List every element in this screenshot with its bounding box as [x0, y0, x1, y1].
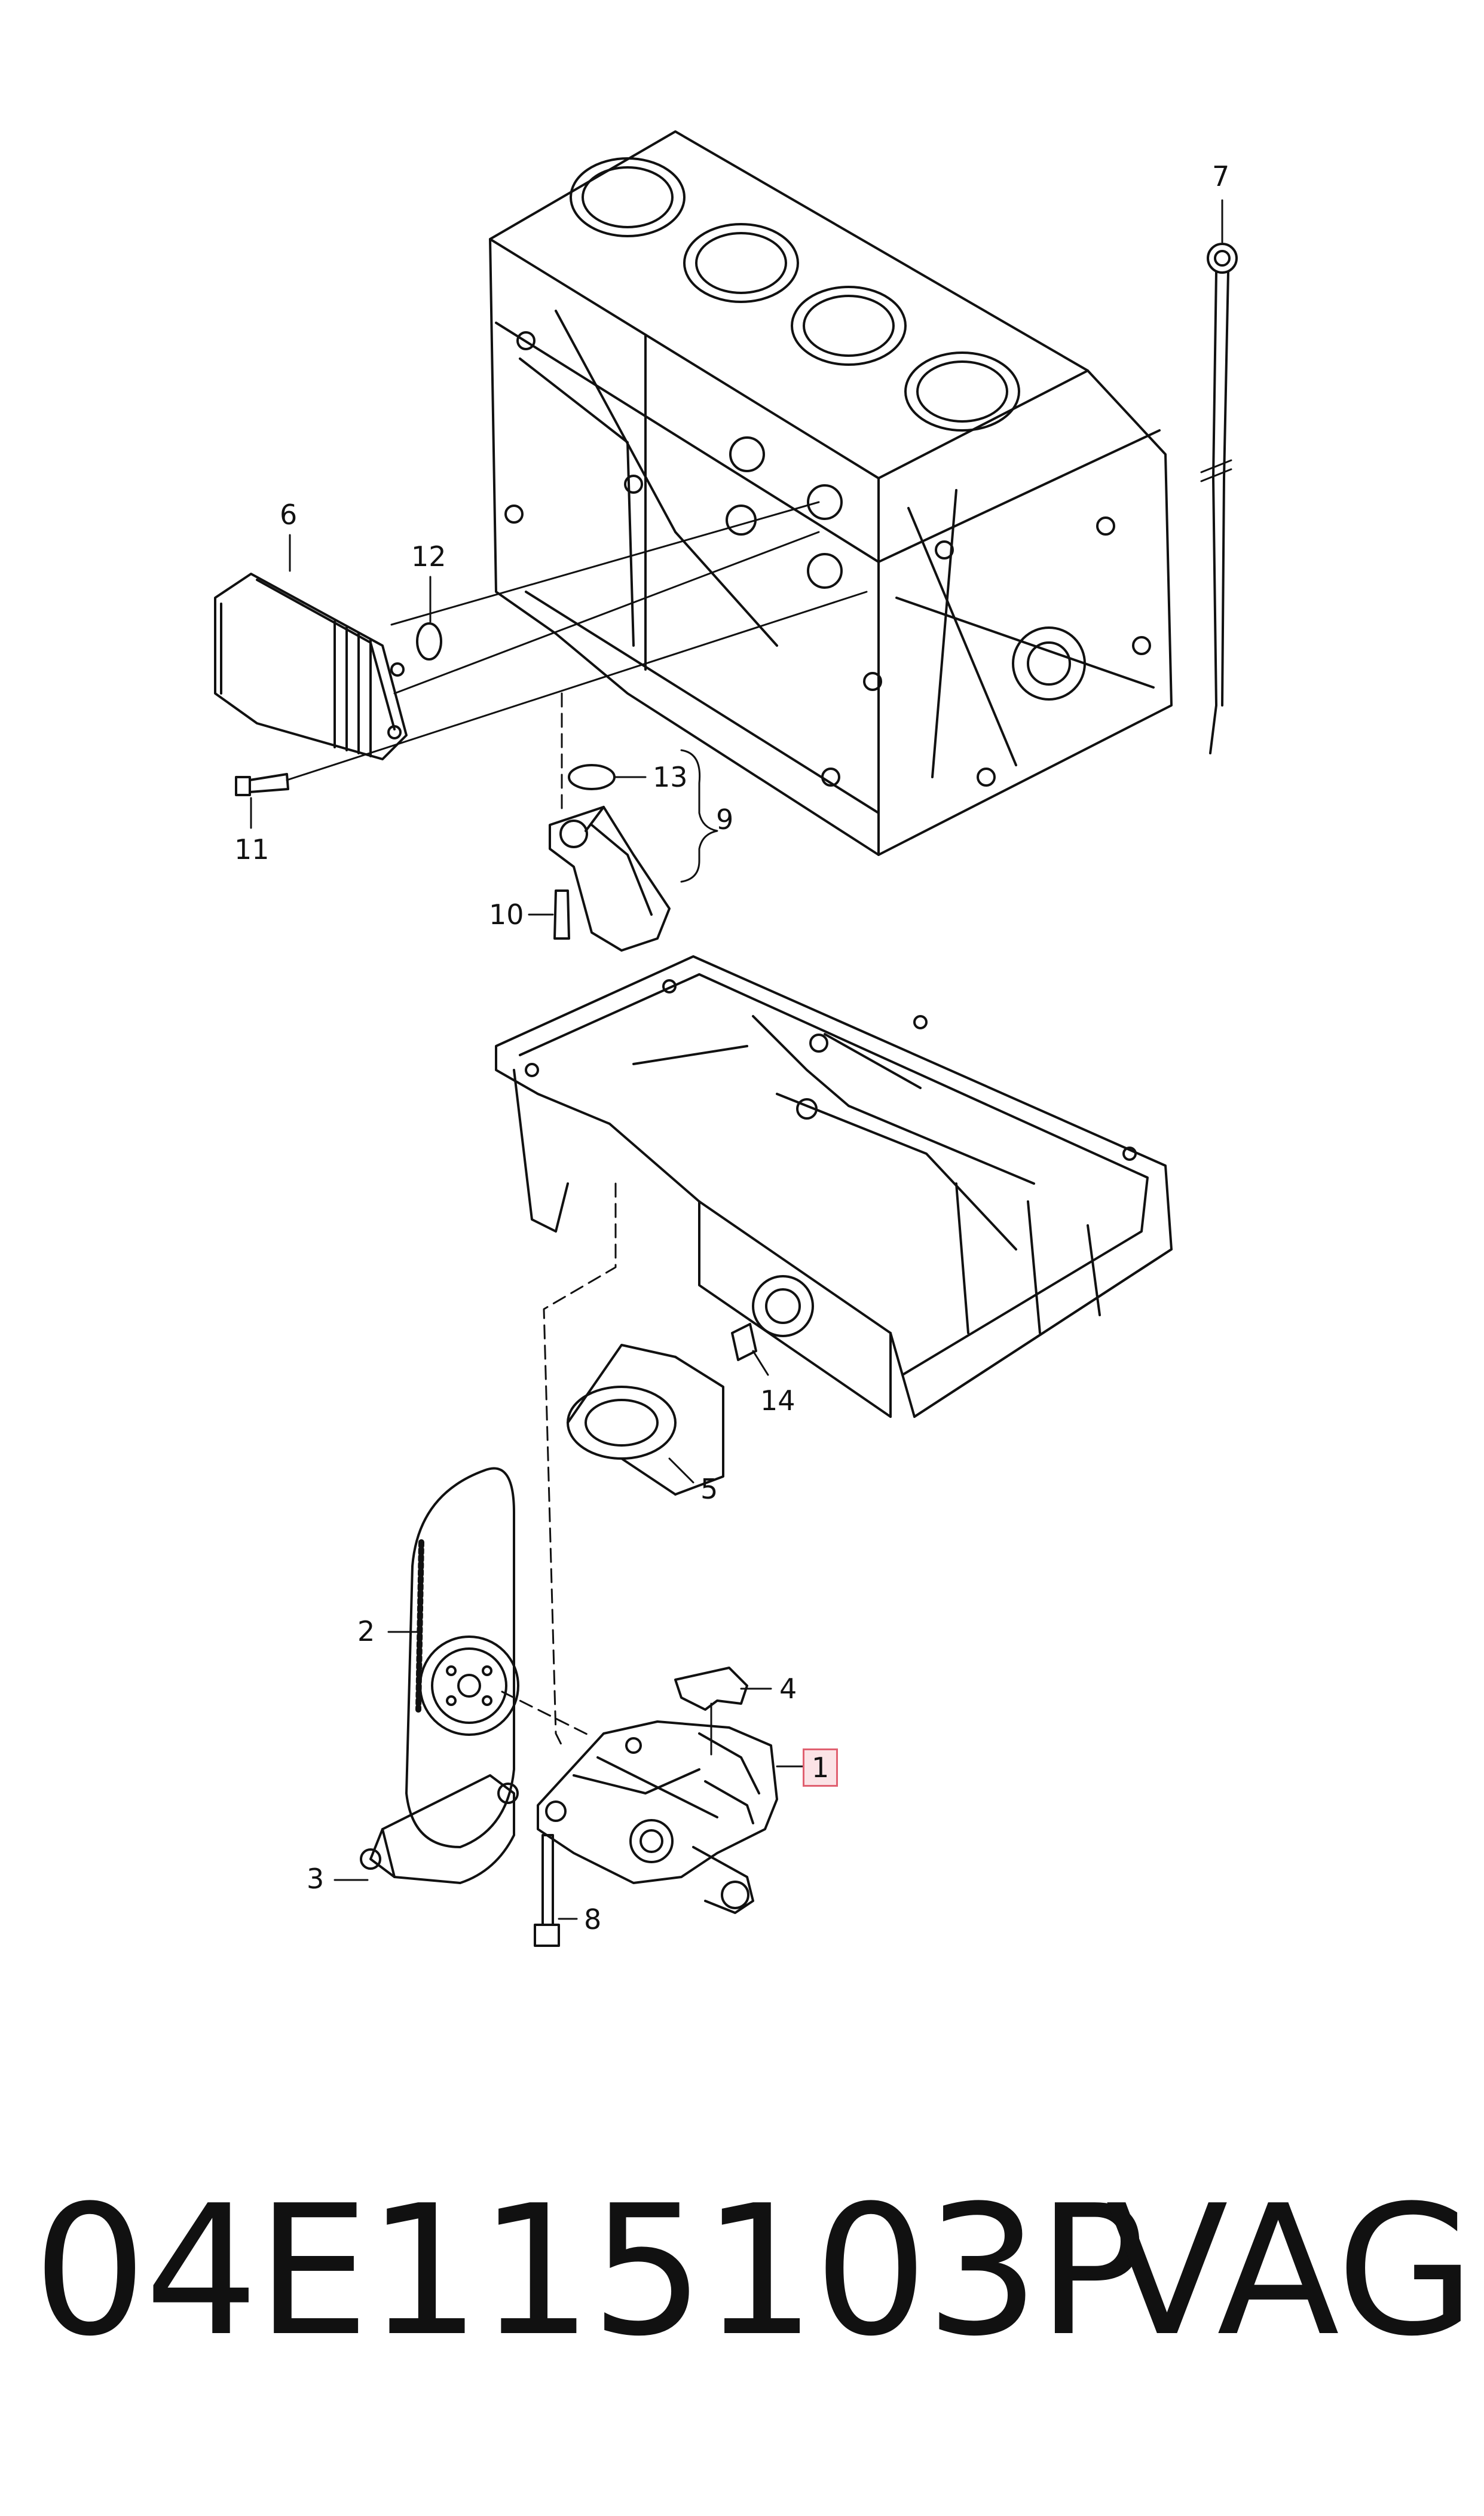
- exploded-parts-diagram: [0, 0, 1484, 2152]
- callout-5[interactable]: 5: [700, 1473, 718, 1505]
- callout-9[interactable]: 9: [716, 803, 734, 836]
- bolt-8: [535, 1835, 559, 1946]
- oil-cooler: [215, 574, 406, 759]
- callout-10[interactable]: 10: [489, 898, 524, 931]
- callout-4[interactable]: 4: [779, 1673, 797, 1705]
- o-ring-12: [417, 623, 441, 659]
- bolt-10: [555, 891, 569, 938]
- oil-pump: [538, 1722, 777, 1913]
- callout-8[interactable]: 8: [584, 1903, 602, 1936]
- oil-pressure-switch: [732, 1324, 756, 1360]
- bolt-11: [236, 774, 288, 795]
- dipstick: [1201, 244, 1237, 753]
- callout-14[interactable]: 14: [760, 1384, 795, 1417]
- brand-name: VAG: [1106, 2167, 1476, 2376]
- chain-cover: [361, 1775, 518, 1883]
- oil-intake-pipe: [550, 765, 669, 950]
- callout-13[interactable]: 13: [653, 761, 688, 793]
- part-number: 04E115103P: [33, 2167, 1145, 2376]
- oil-filter: [568, 1345, 723, 1494]
- engine-block: [490, 132, 1171, 855]
- pump-bracket: [675, 1668, 747, 1710]
- callout-1[interactable]: 1: [803, 1748, 839, 1787]
- callout-leaders: [251, 200, 1222, 1919]
- callout-2[interactable]: 2: [357, 1615, 375, 1647]
- chain-sprocket: [420, 1637, 592, 1737]
- callout-3[interactable]: 3: [307, 1863, 325, 1895]
- callout-12[interactable]: 12: [411, 540, 446, 573]
- timing-chain: [406, 1468, 514, 1847]
- callout-11[interactable]: 11: [234, 833, 270, 866]
- oil-pan: [496, 956, 1171, 1417]
- callout-7[interactable]: 7: [1212, 160, 1230, 192]
- callout-6[interactable]: 6: [280, 499, 298, 531]
